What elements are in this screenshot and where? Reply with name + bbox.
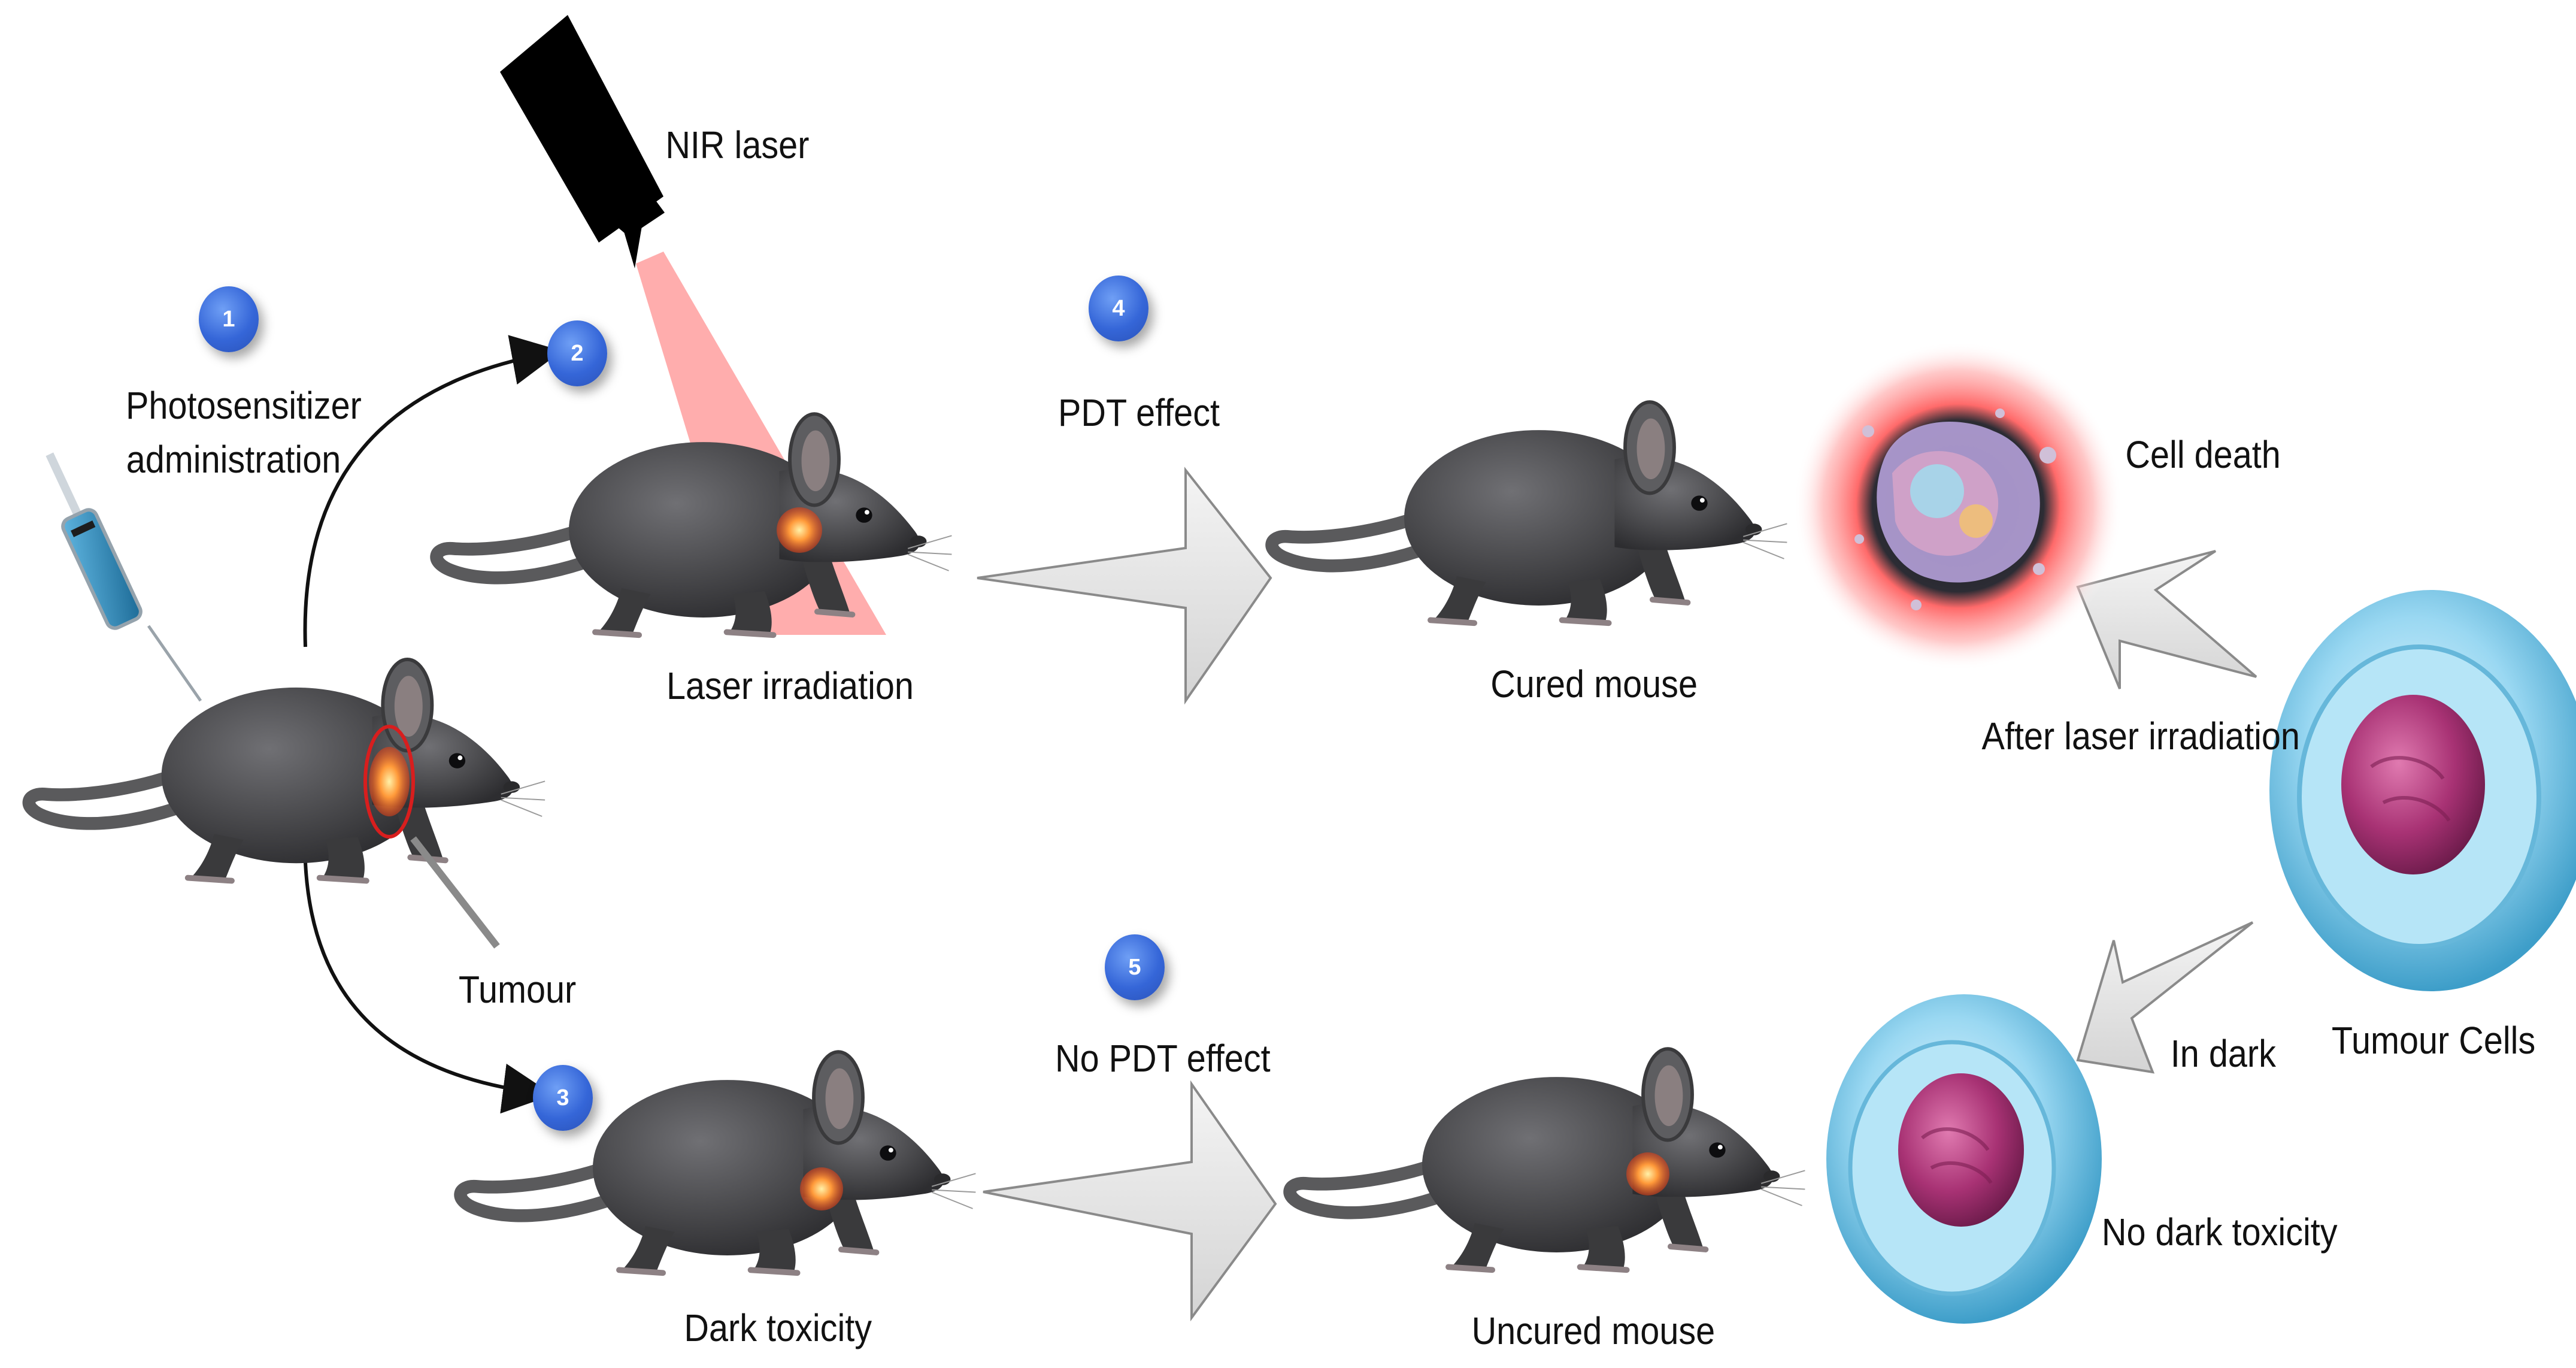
tumour-outline — [363, 725, 415, 839]
dead-cell-icon — [1793, 341, 2123, 671]
step-badge-1: 1 — [199, 286, 259, 352]
step-badge-2: 2 — [547, 320, 607, 386]
label-tumour-cells: Tumour Cells — [2331, 1019, 2536, 1062]
label-dark-toxicity: Dark toxicity — [684, 1306, 872, 1349]
label-cured-mouse: Cured mouse — [1490, 662, 1698, 706]
arrow-in-dark — [2076, 921, 2254, 1074]
label-uncured-mouse: Uncured mouse — [1471, 1309, 1716, 1352]
mouse-uncured — [1290, 1049, 1805, 1270]
mouse-source — [29, 659, 545, 949]
tumour-spot — [369, 747, 410, 816]
label-cell-death: Cell death — [2125, 433, 2281, 476]
laser-device-icon — [500, 15, 665, 268]
mouse-dark-toxicity — [460, 1052, 975, 1273]
arrow-to-dark-step — [304, 862, 553, 1114]
label-no-pdt-effect: No PDT effect — [1054, 1037, 1271, 1080]
arrow-no-pdt-effect — [983, 1080, 1277, 1322]
tumour-cell-icon — [2269, 590, 2576, 991]
step-badge-3: 3 — [533, 1065, 593, 1131]
step-badge-4: 4 — [1089, 276, 1148, 341]
step-badge-5: 5 — [1105, 934, 1165, 1000]
tumour-pointer — [410, 836, 500, 949]
label-no-dark-toxicity: No dark toxicity — [2101, 1210, 2338, 1254]
label-in-dark: In dark — [2170, 1032, 2276, 1075]
label-laser-irradiation: Laser irradiation — [666, 664, 914, 707]
label-pdt-effect: PDT effect — [1058, 391, 1220, 434]
syringe-icon — [46, 452, 202, 702]
arrow-to-laser-step — [303, 335, 562, 647]
mouse-laser-irradiation — [437, 414, 951, 635]
label-photosensitizer: Photosensitizer — [126, 384, 362, 427]
label-nir-laser: NIR laser — [665, 123, 810, 167]
intact-cell-icon — [1826, 994, 2102, 1324]
mouse-cured — [1272, 402, 1787, 623]
label-tumour: Tumour — [458, 968, 577, 1011]
label-after-laser-irradiation: After laser irradiation — [1981, 715, 2300, 758]
arrow-pdt-effect — [977, 467, 1272, 705]
label-administration: administration — [126, 438, 341, 481]
